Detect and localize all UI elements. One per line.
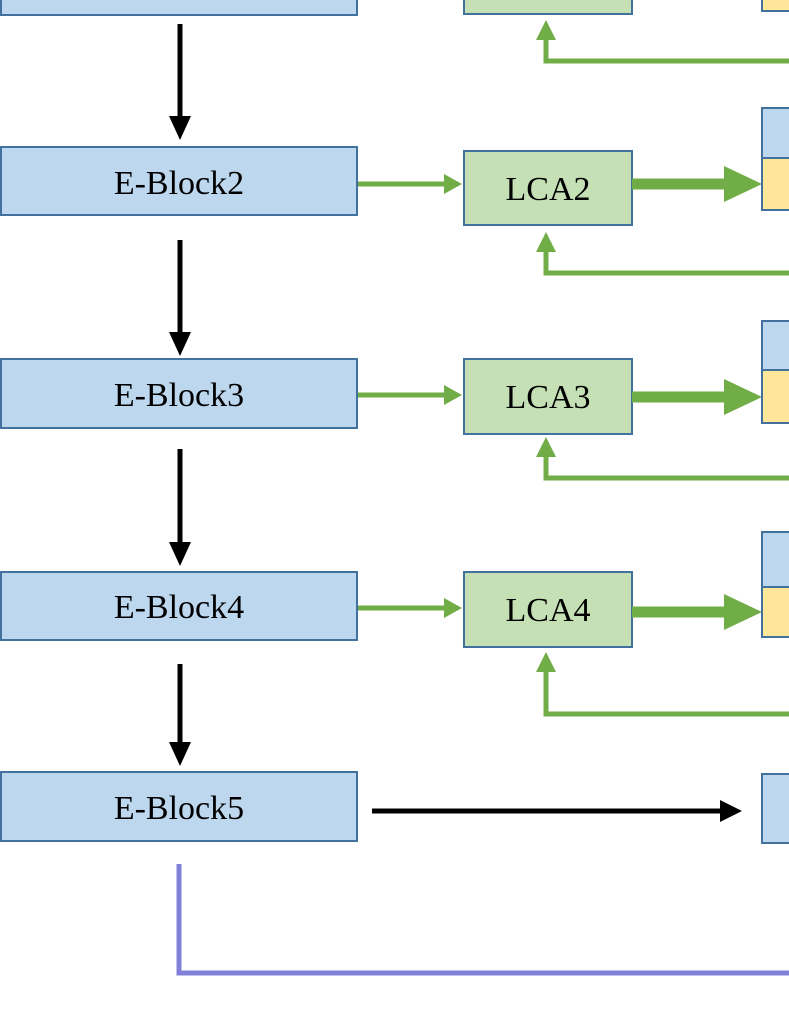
downward-arrows [169, 24, 191, 766]
purple-skip-line [176, 864, 789, 976]
feedback-arrow-2 [543, 250, 789, 276]
bottleneck-arrow [372, 800, 742, 822]
lca-block-2-label: LCA2 [506, 171, 591, 208]
feedback-arrows [536, 20, 789, 717]
lca-block-4 [463, 571, 633, 648]
down-arrow-3-head [169, 542, 191, 566]
encoder-block-1 [0, 0, 358, 16]
lca-column: LCA2 LCA3 LCA4 [463, 0, 633, 648]
lca-to-decoder-arrows [632, 166, 762, 630]
encoder-block-3 [0, 358, 358, 429]
decoder-block-4-blue [761, 531, 789, 588]
feedback-arrow-3-head [536, 437, 556, 457]
lca-dec-arrow-2-head [724, 166, 762, 202]
encoder-block-2 [0, 146, 358, 216]
lca-block-2 [463, 150, 633, 226]
encoder-block-3-label: E-Block3 [114, 377, 244, 414]
eblock5-to-decoder-head [720, 800, 742, 822]
down-arrow-1-head [169, 116, 191, 140]
lca-block-4-label: LCA4 [506, 592, 591, 629]
feedback-arrow-4-head [536, 652, 556, 672]
lca-block-3-label: LCA3 [506, 379, 591, 416]
down-arrow-2-head [169, 332, 191, 356]
encoder-column: E-Block2 E-Block3 E-Block4 E-Block5 [0, 0, 358, 842]
decoder-block-2-yellow [761, 157, 789, 211]
encoder-block-4 [0, 571, 358, 641]
lca-block-1 [463, 0, 633, 15]
decoder-block-3-blue [761, 320, 789, 371]
decoder-block-4-yellow [761, 586, 789, 638]
lca-dec-arrow-4-head [724, 594, 762, 630]
decoder-column [761, 0, 789, 844]
decoder-block-3-yellow [761, 369, 789, 424]
decoder-block-5-blue [761, 773, 789, 844]
decoder-block-1-yellow [761, 0, 789, 12]
feedback-arrow-1-head [536, 20, 556, 40]
feedback-arrow-3 [543, 455, 789, 481]
encoder-to-lca-arrows [358, 174, 462, 618]
down-arrow-4-head [169, 742, 191, 766]
decoder-block-2-blue [761, 107, 789, 159]
encoder-block-5-label: E-Block5 [114, 790, 244, 827]
enc-lca-arrow-2-head [444, 174, 462, 194]
enc-lca-arrow-3-head [444, 385, 462, 405]
encoder-block-5 [0, 771, 358, 842]
lca-block-3 [463, 358, 633, 435]
feedback-arrow-1 [543, 38, 789, 64]
encoder-block-4-label: E-Block4 [114, 589, 244, 626]
lca-dec-arrow-3-head [724, 379, 762, 415]
enc-lca-arrow-4-head [444, 598, 462, 618]
feedback-arrow-2-head [536, 232, 556, 252]
feedback-arrow-4 [543, 670, 789, 717]
encoder-block-2-label: E-Block2 [114, 165, 244, 202]
